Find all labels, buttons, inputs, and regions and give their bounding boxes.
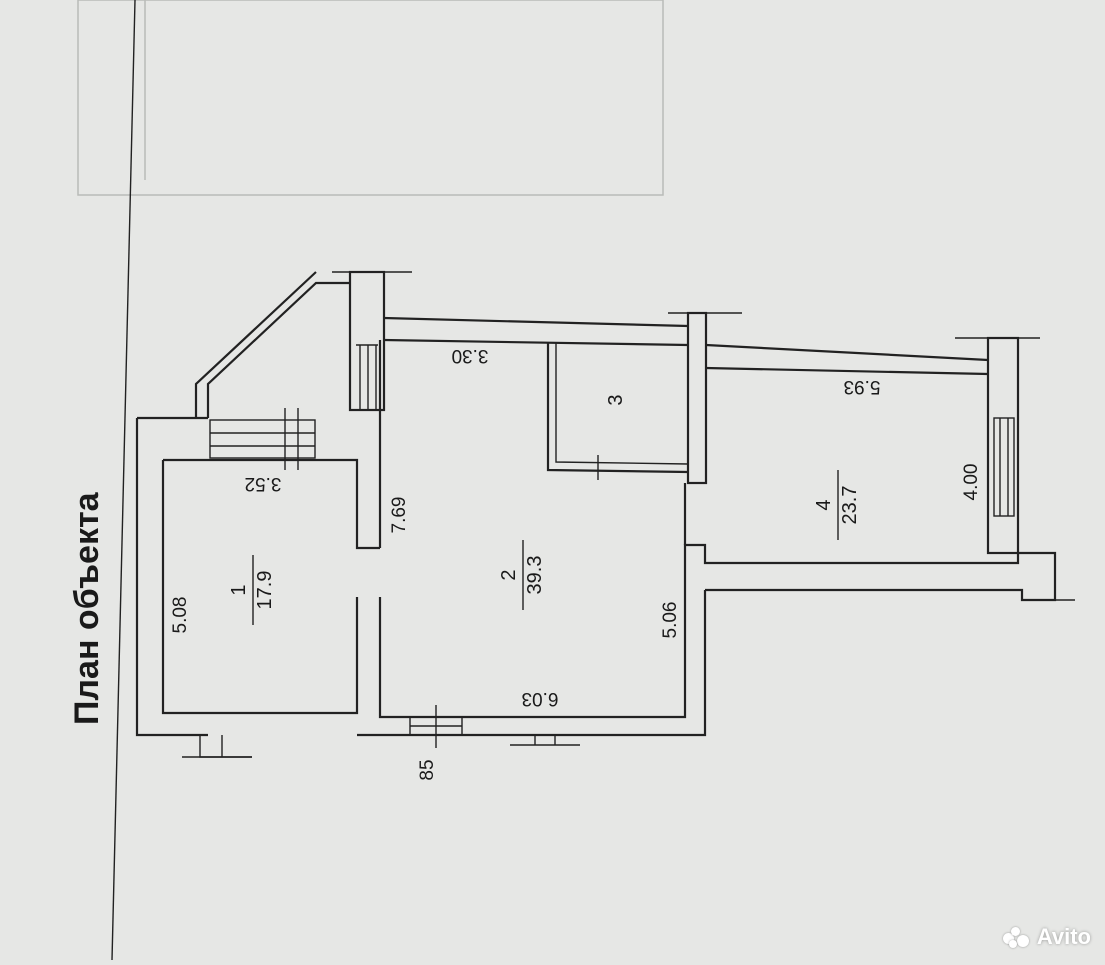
plan-title: План объекта [68,491,106,725]
dimension-4-00: 4.00 [961,464,982,501]
dimension-7-69: 7.69 [389,497,410,534]
background-artifacts [77,0,664,196]
room-4-number: 4 [813,499,835,510]
wall-room3-inner [555,343,689,465]
wall-room1-top [163,458,380,550]
window-room4 [993,417,1015,517]
window-room1-top [209,419,316,459]
avito-watermark: Avito [1002,924,1091,950]
wall-stair-diagonal [206,281,350,418]
wall-room4-outer [705,551,1057,602]
dimension-3-30: 3.30 [452,345,489,366]
wall-stair-diagonal-outer [194,271,317,418]
dimension-5-93: 5.93 [844,376,881,397]
wall-top-outer [383,316,689,328]
column-mid [686,311,708,485]
room-4-label: 4 23.7 [813,470,861,540]
dimension-85: 85 [417,759,438,780]
room-2-area: 39.3 [524,556,546,595]
faint-frame [77,0,664,196]
dimension-5-06: 5.06 [660,602,681,639]
room-1-label: 1 17.9 [228,555,276,625]
room-2-number: 2 [498,569,520,580]
room-1-area: 17.9 [254,571,276,610]
pillar-bottom-left [199,735,252,758]
dimension-5-08: 5.08 [170,597,191,634]
room-3-number: 3 [605,394,627,405]
wall-room4-top-inner [705,366,989,376]
wall-room4-top [705,343,989,362]
avito-logo-icon [1002,925,1031,949]
room-4-area: 23.7 [839,486,861,525]
room-1-number: 1 [228,584,250,595]
dimension-6-03: 6.03 [522,688,559,709]
wall-room2-outer [357,590,707,737]
wall-room3 [546,343,689,474]
wall-room4-bottom [688,543,1020,565]
wall-top-inner [383,338,689,347]
margin-line [111,0,136,961]
dimension-3-52: 3.52 [245,473,282,494]
wall-room1-inner [161,460,359,715]
avito-logo-text: Avito [1036,924,1091,949]
walls [135,270,1075,758]
wall-outer-left [135,418,208,737]
room-2-label: 2 39.3 [498,540,546,610]
